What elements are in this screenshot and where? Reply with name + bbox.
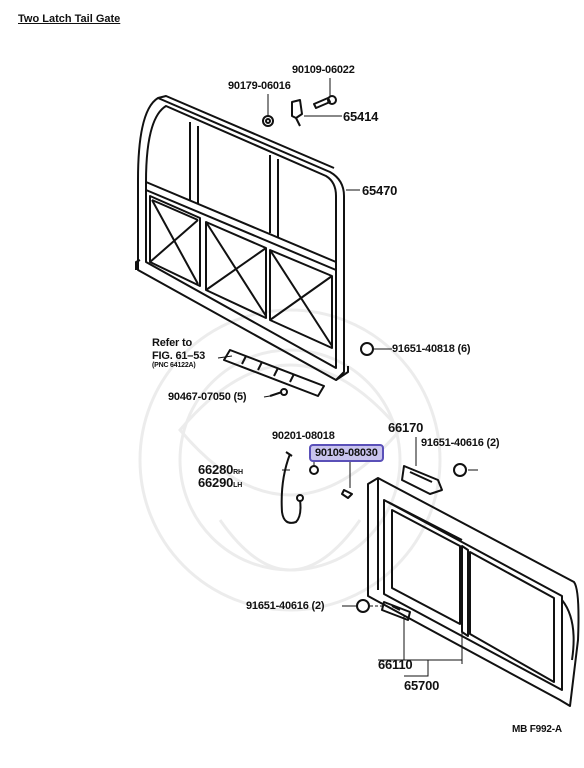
label-rh: RH [233, 469, 243, 476]
trim-strip [223, 349, 325, 397]
diagram-title: Two Latch Tail Gate [18, 13, 121, 25]
label-90109-06022: 90109-06022 [292, 64, 355, 76]
watermark-emblem [138, 308, 442, 612]
tail-gate-frame [367, 477, 580, 707]
latch-66170 [401, 465, 443, 495]
label-65700: 65700 [404, 678, 440, 693]
bolt-90109-08030 [341, 489, 353, 499]
leader-lines [217, 78, 478, 677]
bolt-90109-06022 [313, 95, 337, 109]
grommet-91651-40616-upper [453, 463, 467, 477]
label-90109-08030-highlighted: 90109-08030 [309, 444, 384, 462]
label-66280: 66280RH [198, 462, 243, 477]
grommet-91651-40818 [360, 342, 374, 356]
grommet-91651-40616-lower [356, 599, 370, 613]
rear-panel-frame [135, 95, 349, 381]
label-91651-40616-upper: 91651-40616 (2) [421, 437, 500, 449]
label-66110: 66110 [378, 657, 413, 672]
label-65414: 65414 [343, 109, 379, 124]
label-65470: 65470 [362, 183, 398, 198]
washer-90201-08018 [309, 465, 319, 475]
label-91651-40616-lower: 91651-40616 (2) [246, 600, 325, 612]
bracket-65414 [291, 99, 303, 127]
screw-90467-07050 [269, 388, 288, 397]
label-90467-07050: 90467-07050 (5) [168, 391, 247, 403]
label-66170: 66170 [388, 420, 424, 435]
label-90179-06016: 90179-06016 [228, 80, 291, 92]
striker-66110 [381, 601, 411, 621]
label-lh: LH [233, 482, 243, 489]
label-refer-to: Refer to [152, 337, 192, 349]
label-91651-40818: 91651-40818 (6) [392, 343, 471, 355]
label-90201-08018: 90201-08018 [272, 430, 335, 442]
tail-gate-cable [280, 451, 304, 524]
nut-90179-06016 [262, 115, 274, 127]
label-fig-ref: FIG. 61–53 [152, 350, 206, 362]
label-66290: 66290LH [198, 475, 243, 490]
diagram-code: MB F992-A [512, 724, 562, 735]
label-pnc: (PNC 64122A) [152, 362, 196, 369]
